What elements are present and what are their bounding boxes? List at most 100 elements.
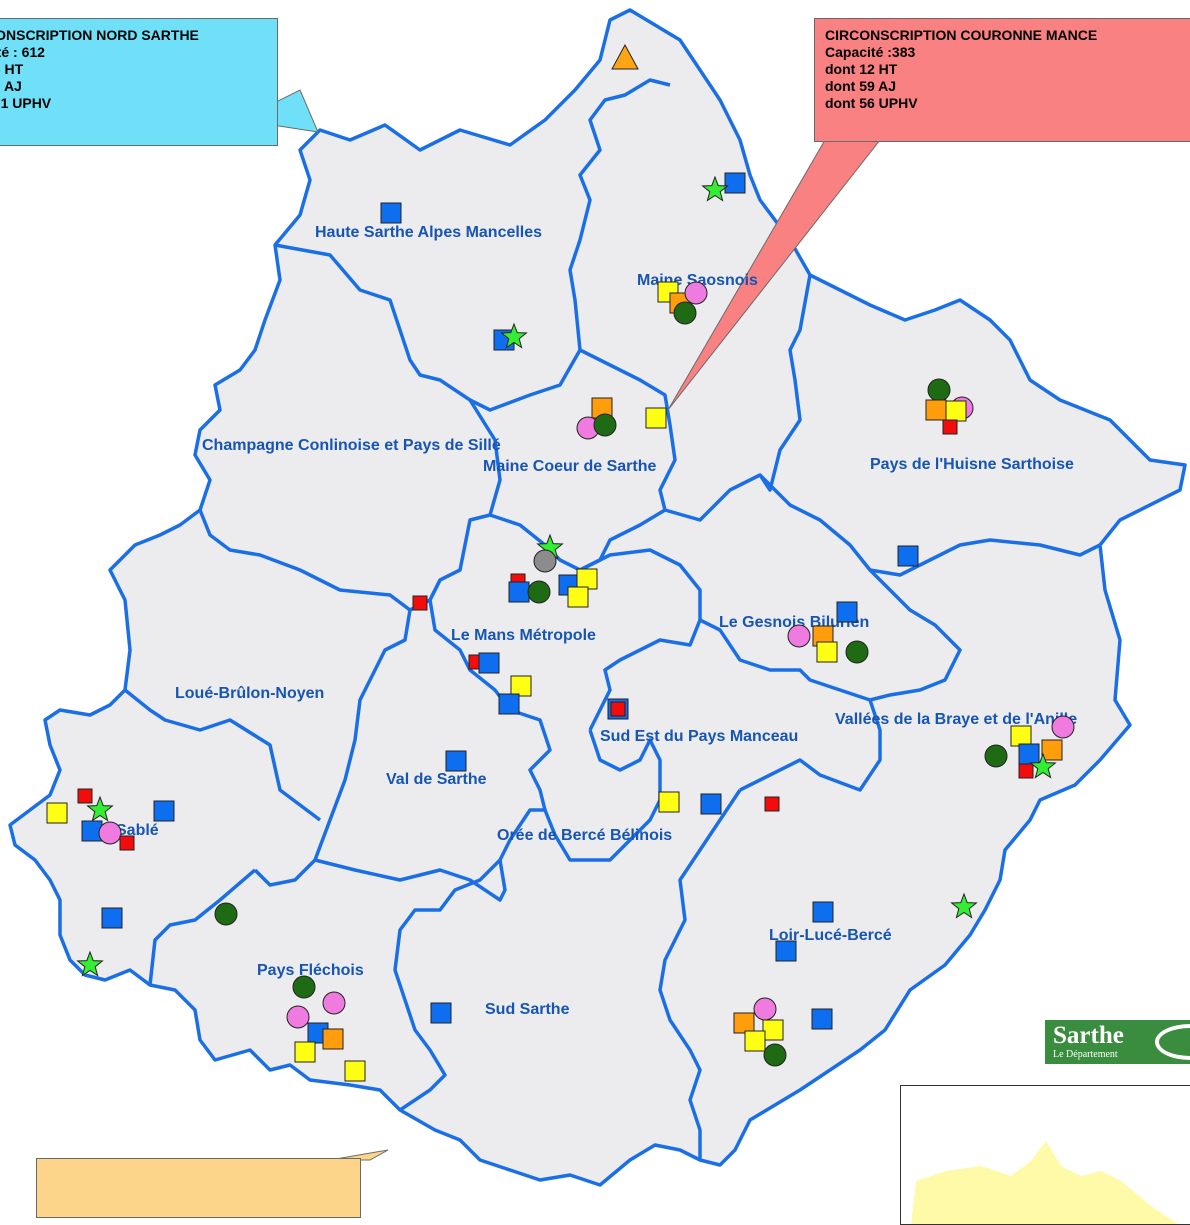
region-label: Champagne Conlinoise et Pays de Sillé	[202, 437, 501, 454]
callout-line: 15 HT	[0, 61, 24, 77]
blue-square-marker	[380, 202, 402, 224]
orange-square-marker	[925, 399, 947, 421]
blue-square-marker	[724, 172, 746, 194]
pink-circle-marker	[1051, 715, 1075, 739]
orange-square-marker	[322, 1028, 344, 1050]
green-circle-marker	[673, 301, 697, 325]
yellow-square-marker	[510, 675, 532, 697]
internal-borders	[123, 78, 1101, 1160]
facility-markers	[46, 43, 1075, 1082]
yellow-square-marker	[816, 641, 838, 663]
yellow-square-marker	[1010, 725, 1032, 747]
gray-circle-marker	[533, 549, 557, 573]
yellow-square-marker	[744, 1030, 766, 1052]
red-square-marker	[942, 419, 958, 435]
blue-square-marker	[1018, 743, 1040, 765]
blue-square-marker	[897, 545, 919, 567]
blue-square-marker	[430, 1002, 452, 1024]
logo-brand: Sarthe	[1053, 1022, 1124, 1049]
yellow-square-marker	[344, 1060, 366, 1082]
orange-square-marker	[1041, 739, 1063, 761]
blue-square-marker	[812, 901, 834, 923]
department-outline	[8, 8, 1187, 1187]
yellow-square-marker	[567, 586, 589, 608]
green-star-marker	[76, 950, 104, 977]
red-square-marker	[764, 796, 780, 812]
blue-square-marker	[478, 652, 500, 674]
blue-square-marker	[836, 601, 858, 623]
callout-line: Capacité :383	[825, 44, 916, 60]
pink-circle-marker	[753, 997, 777, 1021]
inset-map	[900, 1085, 1190, 1225]
callout-line: dont 56 UPHV	[825, 95, 918, 111]
region-label: Le Mans Métropole	[451, 627, 596, 644]
region-label: Loué-Brûlon-Noyen	[175, 685, 324, 702]
green-star-marker	[500, 322, 528, 349]
blue-square-marker	[445, 750, 467, 772]
blue-square-marker	[775, 940, 797, 962]
region-label: Sud Est du Pays Manceau	[600, 728, 798, 745]
region-label: Haute Sarthe Alpes Mancelles	[315, 224, 542, 241]
green-circle-marker	[984, 744, 1008, 768]
pink-circle-marker	[684, 281, 708, 305]
orange-square-marker	[733, 1012, 755, 1034]
green-star-marker	[86, 795, 114, 822]
green-circle-marker	[214, 902, 238, 926]
region-label: Vallées de la Braye et de l'Anille	[835, 711, 1077, 728]
yellow-square-marker	[46, 802, 68, 824]
blue-square-marker	[498, 693, 520, 715]
green-circle-marker	[763, 1043, 787, 1067]
region-label: Maine Coeur de Sarthe	[483, 458, 656, 475]
callout-line: dont 59 AJ	[825, 78, 897, 94]
pink-circle-marker	[787, 624, 811, 648]
yellow-square-marker	[645, 407, 667, 429]
region-label: Loir-Lucé-Bercé	[769, 927, 892, 944]
green-star-marker	[701, 175, 729, 202]
orange-triangle-marker	[611, 43, 639, 70]
green-circle-marker	[845, 640, 869, 664]
blue-square-marker	[811, 1008, 833, 1030]
region-label: Val de Sarthe	[386, 771, 487, 788]
green-circle-marker	[927, 378, 951, 402]
green-star-marker	[1029, 752, 1057, 779]
yellow-square-marker	[294, 1041, 316, 1063]
callout-line: CONSCRIPTION NORD SARTHE	[0, 27, 199, 43]
logo-subtitle: Le Département	[1053, 1049, 1118, 1060]
blue-square-marker	[153, 800, 175, 822]
blue-square-marker	[508, 581, 530, 603]
callout-line: cité : 612	[0, 44, 45, 60]
pink-circle-marker	[322, 991, 346, 1015]
pink-circle-marker	[98, 821, 122, 845]
pink-circle-marker	[286, 1005, 310, 1029]
region-label: Pays de l'Huisne Sarthoise	[870, 456, 1074, 473]
region-label: Sud Sarthe	[485, 1001, 570, 1018]
green-circle-marker	[593, 413, 617, 437]
yellow-square-marker	[576, 568, 598, 590]
green-circle-marker	[292, 975, 316, 999]
yellow-square-marker	[945, 400, 967, 422]
red-square-marker	[412, 595, 428, 611]
callout-line: CIRCONSCRIPTION COURONNE MANCE	[825, 27, 1098, 43]
sarthe-map: Haute Sarthe Alpes Mancelles Maine Saosn…	[8, 8, 1187, 1187]
sarthe-logo: Sarthe Le Département	[1045, 1020, 1190, 1064]
region-label: Sablé	[116, 822, 159, 839]
red-square-marker	[610, 701, 626, 717]
red-square-marker	[1018, 763, 1034, 779]
region-label: Orée de Bercé Bélinois	[497, 827, 672, 844]
callout-line: 101 UPHV	[0, 95, 52, 111]
green-circle-marker	[527, 580, 551, 604]
callout-south	[36, 1158, 361, 1218]
inset-map-shape	[911, 1141, 1178, 1224]
green-star-marker	[950, 892, 978, 919]
yellow-square-marker	[762, 1019, 784, 1041]
callout-line: dont 12 HT	[825, 61, 898, 77]
callout-north-sarthe: CONSCRIPTION NORD SARTHE cité : 612 15 H…	[0, 18, 278, 146]
blue-square-marker	[101, 907, 123, 929]
red-square-marker	[77, 788, 93, 804]
red-square-marker	[119, 835, 135, 851]
blue-square-marker	[700, 793, 722, 815]
callout-couronne-mancelle: CIRCONSCRIPTION COURONNE MANCE Capacité …	[814, 18, 1190, 142]
region-label: Pays Fléchois	[257, 962, 364, 979]
callout-line: 12 AJ	[0, 78, 22, 94]
yellow-square-marker	[658, 791, 680, 813]
